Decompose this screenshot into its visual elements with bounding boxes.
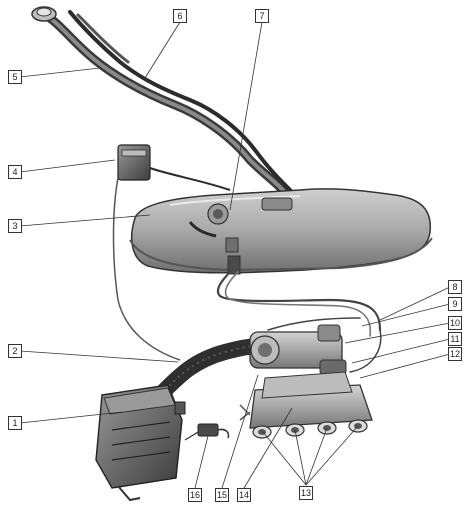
air-filter-box	[95, 384, 186, 502]
callout-label-12: 12	[448, 347, 462, 361]
callout-label-11: 11	[448, 332, 462, 346]
fuel-lines	[216, 268, 382, 373]
callout-label-10: 10	[448, 316, 462, 330]
sensor-connector	[184, 423, 230, 441]
charcoal-canister	[112, 144, 231, 361]
filler-cap	[31, 6, 57, 22]
intake-hose	[157, 338, 270, 398]
callout-label-5: 5	[8, 70, 22, 84]
callout-label-2: 2	[8, 344, 22, 358]
callout-label-4: 4	[8, 165, 22, 179]
callout-label-16: 16	[188, 488, 202, 502]
callout-label-3: 3	[8, 219, 22, 233]
intake-manifold	[239, 371, 373, 439]
fuel-tank	[129, 188, 433, 275]
callout-label-14: 14	[237, 488, 251, 502]
leader-lines	[19, 21, 451, 489]
callout-label-8: 8	[448, 280, 462, 294]
throttle-body	[249, 324, 347, 375]
filler-neck-pipes	[35, 7, 294, 201]
callout-label-13: 13	[299, 486, 313, 500]
callout-label-15: 15	[215, 488, 229, 502]
callout-label-6: 6	[173, 9, 187, 23]
callout-label-9: 9	[448, 297, 462, 311]
callout-label-1: 1	[8, 416, 22, 430]
callout-label-7: 7	[255, 9, 269, 23]
